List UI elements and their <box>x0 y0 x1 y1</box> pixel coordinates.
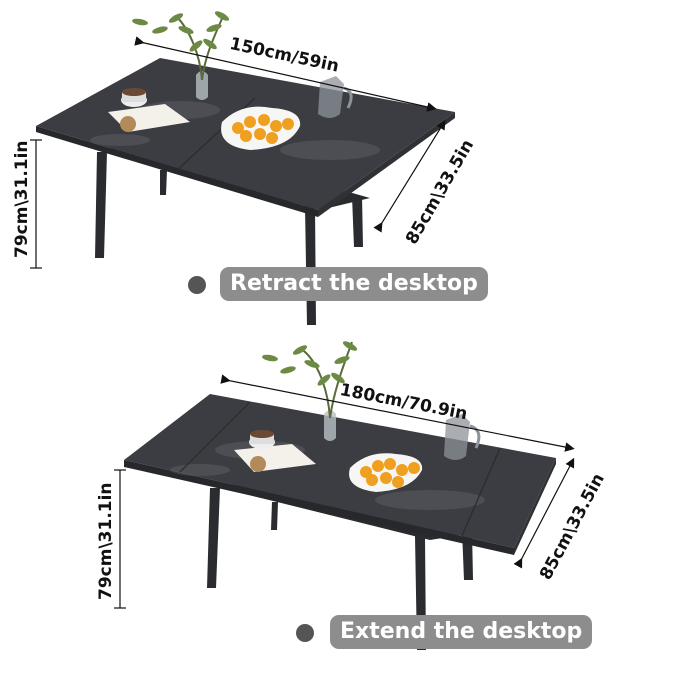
depth-dimension-line <box>513 457 575 569</box>
retract-caption: Retract the desktop <box>220 267 488 301</box>
retracted-table-scene: 150cm/59in 85cm\33.5in 79cm\31.1in Retra… <box>12 11 488 325</box>
extended-table-scene: 180cm/70.9in 85cm\33.5in 79cm\31.1in Ext… <box>0 330 676 679</box>
fruit-bowl <box>221 106 301 150</box>
fruit-bowl <box>349 453 423 492</box>
width-dimension-line <box>220 374 575 452</box>
retracted-table-illustration <box>30 11 455 325</box>
height-label: 79cm\31.1in <box>12 140 32 258</box>
extend-caption: Extend the desktop <box>330 615 593 649</box>
width-dimension-line <box>134 36 437 112</box>
height-label: 79cm\31.1in <box>96 482 116 600</box>
caption-bullet <box>188 276 206 294</box>
caption-bullet <box>296 624 314 642</box>
extended-table-illustration <box>114 341 575 650</box>
depth-dimension-line <box>373 119 446 233</box>
